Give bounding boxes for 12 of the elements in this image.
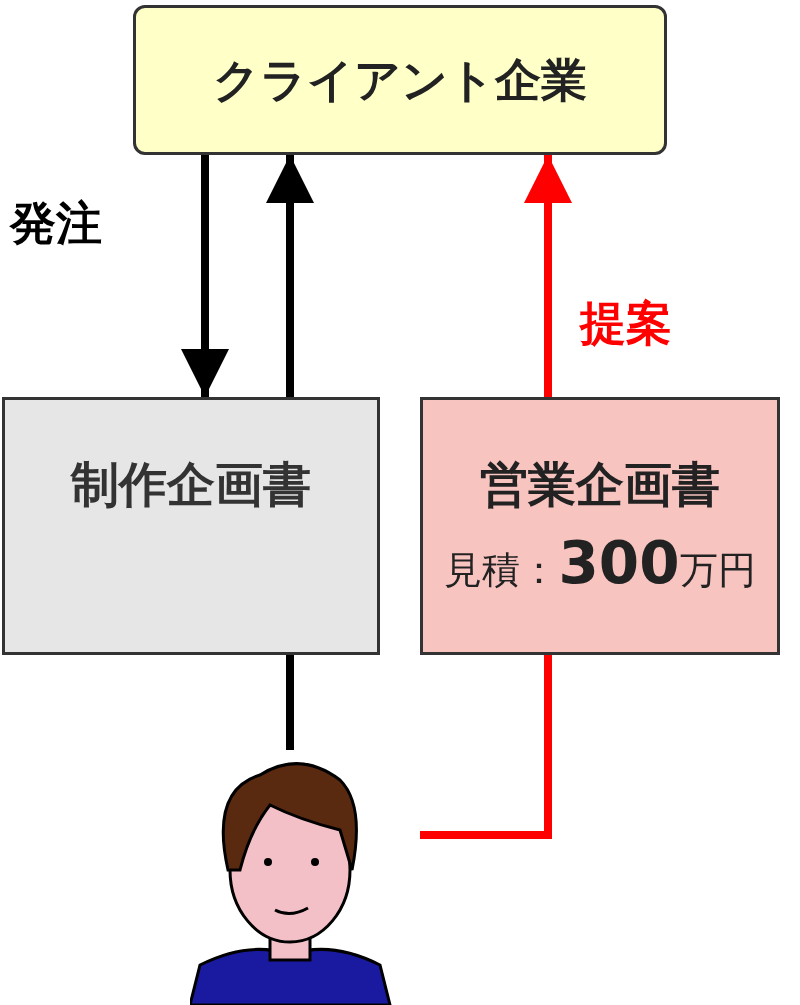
box-title: 制作企画書 [71,455,311,514]
edge-label: 発注 [10,200,102,246]
arrow [524,155,572,397]
document-box [2,397,380,655]
proposal-box [420,397,780,655]
client-box [133,5,667,155]
arrow [266,155,314,397]
box-title: クライアント企業 [213,51,587,109]
edge-label: 提案 [580,300,672,346]
arrow [181,155,229,397]
box-title: 営業企画書 [480,455,720,514]
estimate-text: 見積：300万円 [444,532,756,596]
